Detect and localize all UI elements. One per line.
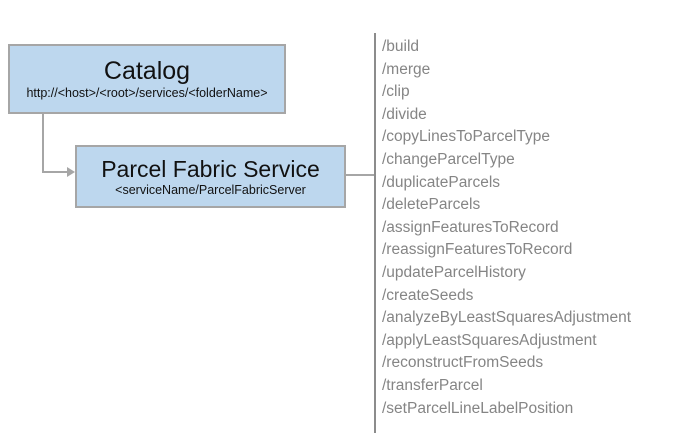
endpoint-item: /divide bbox=[382, 105, 427, 123]
service-to-endpoints-connector bbox=[346, 174, 374, 176]
endpoint-item: /reassignFeaturesToRecord bbox=[382, 241, 573, 259]
endpoints-list: /build/merge/clip/divide/copyLinesToParc… bbox=[382, 36, 682, 420]
endpoint-item: /deleteParcels bbox=[382, 196, 481, 214]
endpoint-item: /copyLinesToParcelType bbox=[382, 128, 551, 146]
catalog-to-service-connector-horizontal bbox=[42, 171, 68, 173]
catalog-title: Catalog bbox=[103, 57, 191, 85]
service-title: Parcel Fabric Service bbox=[101, 155, 320, 182]
endpoint-item: /merge bbox=[382, 60, 431, 78]
catalog-to-service-connector-vertical bbox=[42, 114, 44, 173]
catalog-node: Catalog http://<host>/<root>/services/<f… bbox=[8, 44, 286, 114]
catalog-url: http://<host>/<root>/services/<folderNam… bbox=[26, 86, 268, 100]
service-url: <serviceName/ParcelFabricServer bbox=[115, 182, 306, 197]
endpoint-item: /build bbox=[382, 38, 420, 55]
arrow-right-icon bbox=[67, 167, 75, 177]
parcel-fabric-service-node: Parcel Fabric Service <serviceName/Parce… bbox=[75, 145, 346, 208]
endpoints-divider-line bbox=[374, 33, 376, 433]
endpoint-item: /assignFeaturesToRecord bbox=[382, 218, 559, 236]
endpoint-item: /setParcelLineLabelPosition bbox=[382, 399, 574, 417]
endpoint-item: /applyLeastSquaresAdjustment bbox=[382, 331, 597, 349]
endpoint-item: /duplicateParcels bbox=[382, 173, 501, 191]
endpoint-item: /reconstructFromSeeds bbox=[382, 354, 544, 372]
endpoint-item: /transferParcel bbox=[382, 376, 483, 394]
endpoint-item: /clip bbox=[382, 83, 410, 101]
endpoint-item: /updateParcelHistory bbox=[382, 263, 526, 281]
endpoint-item: /analyzeByLeastSquaresAdjustment bbox=[382, 309, 632, 327]
endpoint-item: /createSeeds bbox=[382, 286, 474, 304]
endpoint-item: /changeParcelType bbox=[382, 150, 515, 168]
